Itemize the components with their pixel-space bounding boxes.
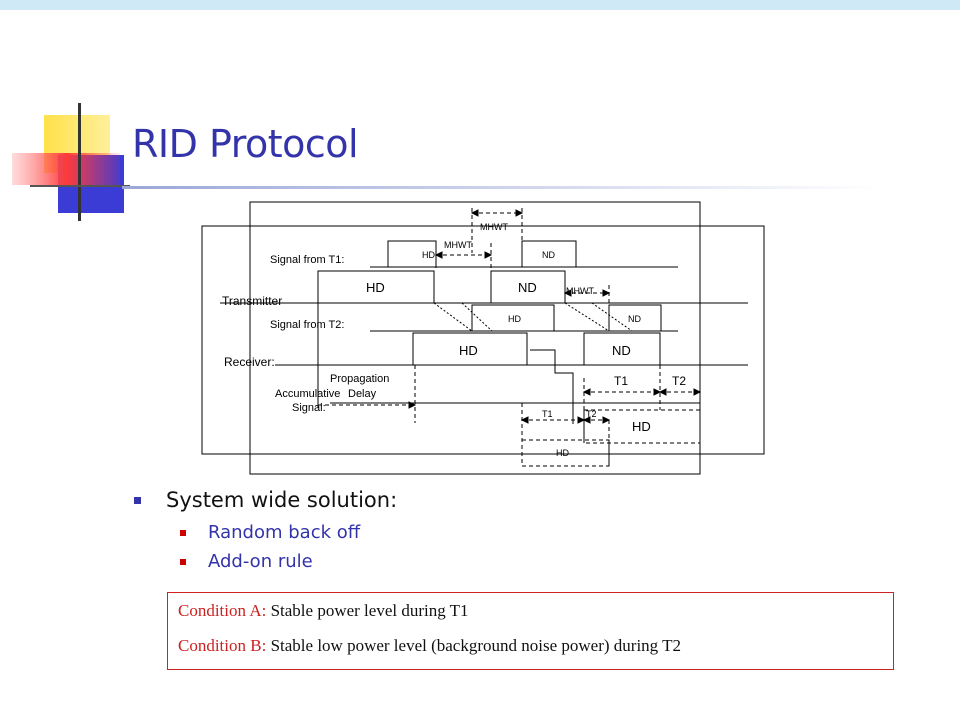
- bullet-square-icon: [134, 497, 141, 504]
- acc-hd-label: HD: [632, 419, 651, 434]
- label-propagation: Propagation: [330, 373, 389, 385]
- top-bar: [0, 0, 960, 10]
- label-transmitter: Transmitter: [222, 294, 282, 308]
- tx-nd-label: ND: [518, 280, 537, 295]
- tx-hd-label: HD: [366, 280, 385, 295]
- sub-bullet-text: Random back off: [208, 522, 361, 543]
- timing-diagram: Signal from T1: Transmitter Signal from …: [201, 201, 765, 475]
- label-signal-t1: Signal from T1:: [270, 254, 344, 266]
- label-accumulative: Accumulative: [275, 388, 340, 400]
- t1-small-label: T1: [542, 409, 553, 419]
- label-delay: Delay: [348, 388, 377, 400]
- sub-bullet-square-icon: [180, 559, 186, 565]
- mhwt-label-right: MHWT: [566, 286, 594, 296]
- mhwt-label-top: MHWT: [480, 222, 508, 232]
- t2-timer-label: T2: [672, 374, 686, 388]
- condition-b-text: Stable low power level (background noise…: [270, 636, 681, 655]
- bullet-main-text: System wide solution:: [166, 488, 398, 512]
- t2-hd-label: HD: [508, 314, 521, 324]
- t1-hd-label: HD: [422, 250, 435, 260]
- title-underline: [122, 186, 882, 189]
- sub-bullet-square-icon: [180, 530, 186, 536]
- mhwt-label-mid: MHWT: [444, 240, 472, 250]
- condition-a-text: Stable power level during T1: [270, 601, 469, 620]
- t2-nd-label: ND: [628, 314, 641, 324]
- bullet-main: System wide solution:: [130, 486, 397, 520]
- acc-hd-small-label: HD: [556, 448, 569, 458]
- t1-nd-label: ND: [542, 250, 555, 260]
- sub-bullet: Add-on rule: [130, 549, 397, 578]
- slide-title: RID Protocol: [132, 122, 359, 166]
- t1-timer-label: T1: [614, 374, 628, 388]
- rx-nd-label: ND: [612, 343, 631, 358]
- slide-decoration: [12, 103, 130, 221]
- condition-b-label: Condition B:: [178, 636, 267, 655]
- t2-small-label: T2: [586, 409, 597, 419]
- sub-bullet: Random back off: [130, 520, 397, 549]
- rx-hd-label: HD: [459, 343, 478, 358]
- label-receiver: Receiver:: [224, 355, 275, 369]
- condition-a: Condition A: Stable power level during T…: [178, 601, 469, 621]
- condition-b: Condition B: Stable low power level (bac…: [178, 636, 681, 656]
- condition-a-label: Condition A:: [178, 601, 267, 620]
- label-signal-t2: Signal from T2:: [270, 319, 344, 331]
- bullet-list: System wide solution: Random back off Ad…: [130, 486, 397, 578]
- label-signal: Signal:: [292, 402, 326, 414]
- conditions-box: Condition A: Stable power level during T…: [167, 592, 894, 670]
- sub-bullet-text: Add-on rule: [208, 551, 313, 572]
